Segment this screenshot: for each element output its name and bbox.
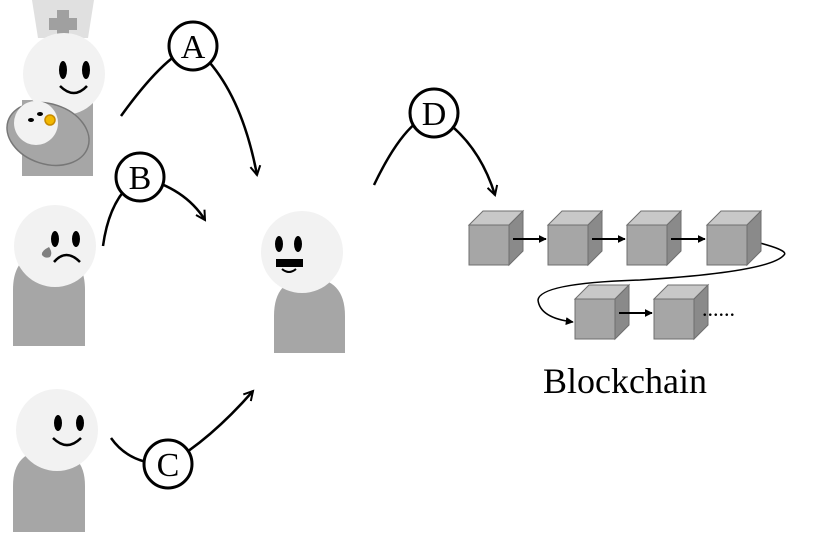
label-b: B (114, 151, 166, 203)
nurse-right-eye (82, 61, 90, 79)
nurse-left-eye (59, 61, 67, 79)
baby-left-eye (28, 118, 34, 122)
label-a-text: A (181, 29, 206, 66)
mustache (276, 259, 303, 267)
central-left-eye (275, 236, 283, 252)
happy-person-figure (13, 389, 98, 532)
block-front (653, 298, 695, 340)
tear-drop-icon (41, 247, 52, 258)
block-front (706, 224, 748, 266)
central-smile (281, 268, 297, 273)
chain-wrap-arrow (537, 239, 786, 326)
block-front (626, 224, 668, 266)
blockchain (467, 209, 786, 341)
label-c: C (142, 438, 194, 490)
block-1 (467, 209, 525, 267)
nurse-figure (6, 0, 105, 176)
sad-right-eye (72, 231, 80, 247)
nurse-cross-icon (49, 10, 77, 38)
central-person-head (261, 211, 343, 293)
happy-person-body (13, 450, 85, 532)
block-front (468, 224, 510, 266)
central-right-eye (294, 236, 302, 252)
block-front (547, 224, 589, 266)
label-d-text: D (422, 96, 447, 133)
chain-ellipsis: ...... (702, 296, 735, 321)
label-a: A (167, 20, 219, 72)
baby-right-eye (37, 112, 43, 116)
central-person-body (274, 278, 345, 353)
label-c-text: C (157, 447, 180, 484)
happy-left-eye (54, 415, 62, 431)
block-4 (705, 209, 763, 267)
baby-badge-icon (44, 114, 56, 126)
sad-frown (53, 253, 81, 263)
label-b-text: B (129, 160, 152, 197)
central-person-figure (261, 211, 345, 353)
sad-person-figure (13, 205, 96, 346)
sad-left-eye (51, 231, 59, 247)
blockchain-caption: Blockchain (543, 361, 707, 401)
happy-right-eye (76, 415, 84, 431)
block-6 (652, 283, 710, 341)
label-d: D (408, 87, 460, 139)
baby-head (14, 101, 58, 145)
happy-smile (52, 437, 82, 447)
block-front (574, 298, 616, 340)
nurse-smile (59, 85, 88, 95)
block-2 (546, 209, 604, 267)
